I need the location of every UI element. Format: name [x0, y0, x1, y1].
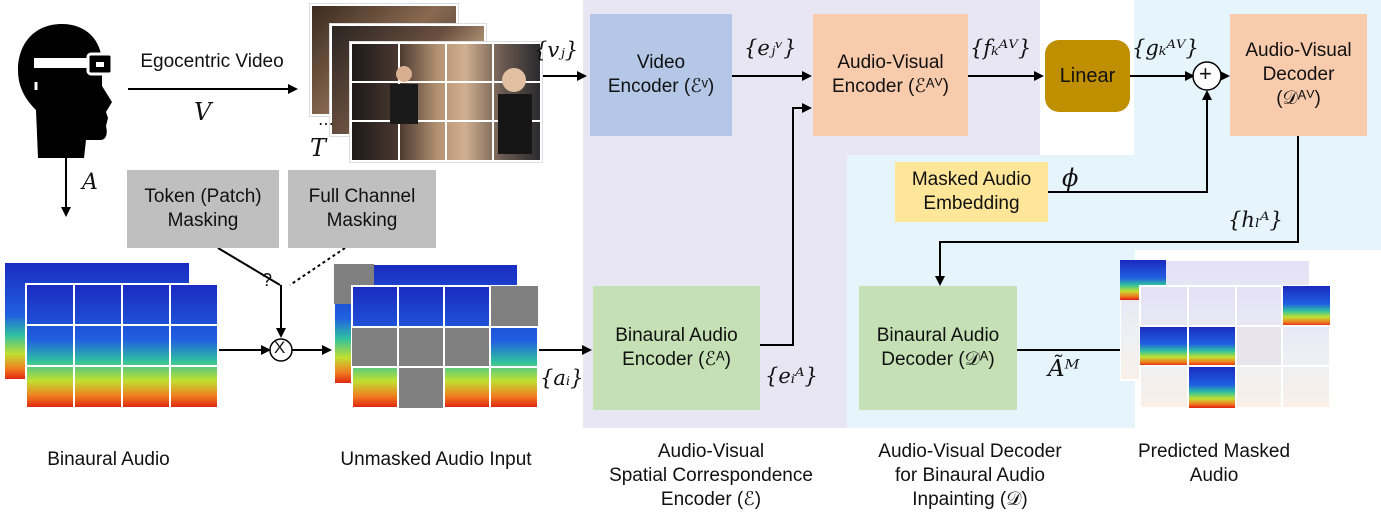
arrow-bin-enc-to-av-enc: [760, 103, 812, 346]
masked-audio-embedding-box: Masked Audio Embedding: [895, 162, 1048, 222]
plus-symbol: +: [1199, 61, 1212, 86]
audio-symbol: A: [82, 170, 98, 195]
arrow-av-dec-to-bin-dec: [935, 136, 1299, 286]
audio-visual-encoder-box: Audio-Visual Encoder (ℰᴬⱽ): [813, 14, 968, 136]
predicted-spectrogram: [1120, 260, 1331, 409]
binaural-audio-encoder-box: Binaural Audio Encoder (ℰᴬ): [593, 286, 760, 410]
arrow-mask-emb-to-plus: [1048, 90, 1212, 193]
linear-output-symbol: {gₖᴬⱽ}: [1132, 36, 1199, 60]
phi-symbol: ϕ: [1062, 164, 1079, 192]
binaural-audio-label: Binaural Audio: [47, 449, 170, 470]
multiply-node: [269, 338, 293, 362]
predicted-masked-audio-label: Predicted Masked Audio: [1137, 441, 1291, 486]
line-full-channel: [289, 247, 346, 286]
audio-visual-decoder-box: Audio-Visual Decoder (𝒟ᴬⱽ): [1230, 14, 1367, 136]
video-encoder-box: Video Encoder (ℰᵛ): [590, 14, 732, 136]
frames-ellipsis: ⋯: [318, 114, 334, 133]
line-token-masking: [217, 247, 281, 286]
decoder-caption: Audio-Visual Decoder for Binaural Audio …: [878, 441, 1062, 510]
full-channel-masking-box: Full Channel Masking: [288, 170, 436, 248]
video-patches-symbol: {vⱼ}: [534, 38, 579, 62]
multiply-symbol: X: [274, 338, 286, 357]
token-masking-box: Token (Patch) Masking: [127, 170, 279, 248]
person-head-icon: [18, 24, 114, 158]
video-symbol: V: [194, 98, 212, 126]
linear-box: Linear: [1045, 40, 1130, 112]
av-feature-symbol: {fₖᴬⱽ}: [970, 36, 1032, 60]
egocentric-video-label: Egocentric Video: [140, 51, 284, 72]
binaural-spectrogram: [4, 262, 219, 409]
encoder-caption: Audio-Visual Spatial Correspondence Enco…: [609, 441, 813, 510]
unmasked-audio-input-label: Unmasked Audio Input: [340, 449, 532, 470]
plus-node: [1192, 61, 1222, 91]
unmasked-spectrogram: [334, 264, 539, 409]
video-frame-front: [350, 42, 542, 162]
question-mark: ?: [262, 270, 273, 290]
audio-patches-symbol: {aᵢ}: [540, 366, 584, 390]
audio-embedding-symbol: {eᵢᴬ}: [765, 364, 818, 388]
binaural-audio-decoder-box: Binaural Audio Decoder (𝒟ᴬ): [859, 286, 1017, 410]
predicted-audio-symbol: Ãᴹ: [1048, 356, 1080, 382]
time-symbol: T: [310, 134, 327, 162]
decoder-hidden-symbol: {hₗᴬ}: [1228, 208, 1283, 232]
video-embedding-symbol: {eⱼᵛ}: [744, 36, 797, 60]
